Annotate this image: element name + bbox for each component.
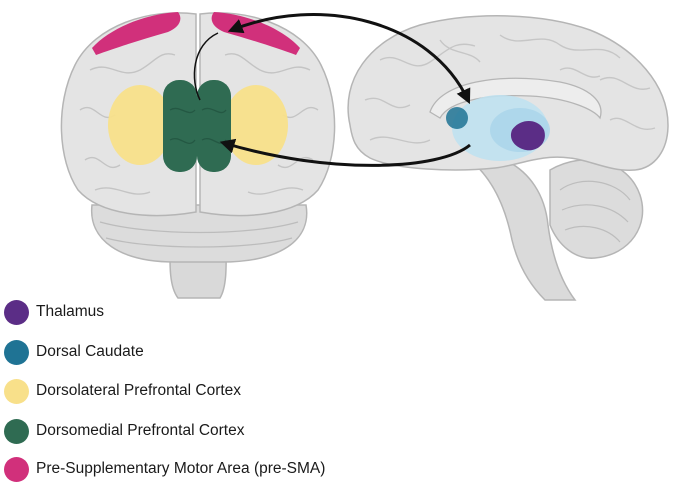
- legend-item-thalamus: Thalamus: [4, 299, 104, 325]
- frontal-cerebellum: [90, 204, 308, 263]
- arrow-midline-up: [193, 32, 219, 101]
- legend-item-dlpfc: Dorsolateral Prefrontal Cortex: [4, 378, 241, 404]
- legend-swatch-dmpfc: [4, 418, 29, 444]
- arrow-caudate-to-dmpfc: [219, 138, 471, 167]
- sagittal-brainstem: [467, 159, 577, 301]
- legend-label-dmpfc: Dorsomedial Prefrontal Cortex: [36, 422, 245, 439]
- dmpfc-left: [163, 80, 197, 172]
- legend-item-dmpfc: Dorsomedial Prefrontal Cortex: [4, 418, 244, 444]
- legend-label-pre-sma: Pre-Supplementary Motor Area (pre-SMA): [36, 460, 326, 477]
- legend-label-dlpfc: Dorsolateral Prefrontal Cortex: [36, 382, 242, 399]
- sagittal-brain-view: [347, 15, 669, 301]
- legend-swatch-pre-sma: [4, 456, 29, 482]
- legend-item-pre-sma: Pre-Supplementary Motor Area (pre-SMA): [4, 456, 325, 482]
- dlpfc-left: [108, 85, 172, 165]
- legend-item-dorsal-caudate: Dorsal Caudate: [4, 339, 144, 365]
- legend-label-dorsal-caudate: Dorsal Caudate: [36, 343, 144, 360]
- legend-swatch-thalamus: [4, 299, 29, 325]
- dorsal-caudate-region: [446, 107, 468, 129]
- legend-label-thalamus: Thalamus: [36, 303, 105, 320]
- dmpfc-right: [197, 80, 231, 172]
- legend-swatch-dlpfc: [4, 378, 29, 404]
- thalamus-region: [510, 121, 545, 151]
- connection-arrows: [193, 13, 471, 167]
- dlpfc-right: [224, 85, 288, 165]
- legend-swatch-dorsal-caudate: [4, 339, 29, 365]
- pre-sma-left: [92, 12, 181, 55]
- arrow-presma-to-caudate: [227, 13, 471, 105]
